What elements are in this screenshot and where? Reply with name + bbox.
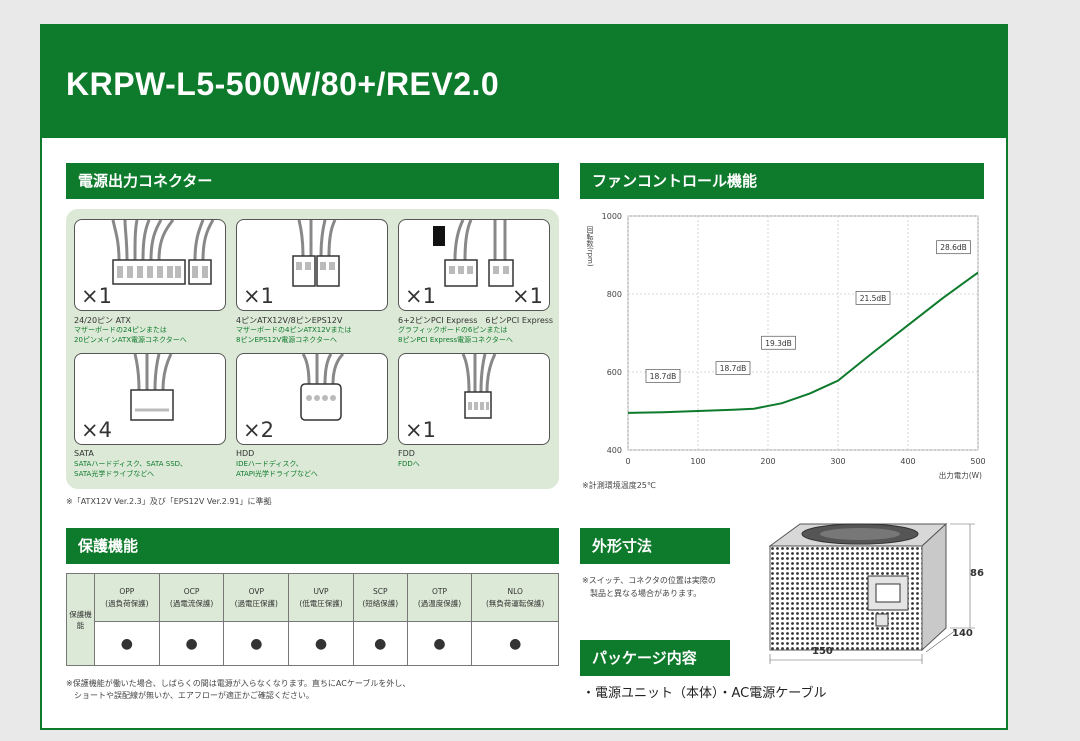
protection-heading: 保護機能 bbox=[66, 528, 559, 564]
x-axis-label: 出力電力(W) bbox=[939, 470, 982, 480]
connector-card-hdd: ×2 bbox=[236, 353, 388, 445]
prot-col-scp: SCP(短絡保護) bbox=[352, 573, 408, 622]
connector-desc: SATAハードディスク、SATA SSD、SATA光学ドライブなどへ bbox=[74, 460, 188, 478]
dim-width-label: 150 bbox=[812, 646, 833, 657]
connector-name: FDD bbox=[398, 449, 415, 458]
connector-note: ※「ATX12V Ver.2.3」及び「EPS12V Ver.2.91」に準拠 bbox=[66, 497, 272, 506]
x-tick-label: 500 bbox=[970, 457, 985, 466]
prot-mark: ● bbox=[471, 621, 559, 666]
x-tick-label: 300 bbox=[830, 457, 845, 466]
noise-label-box bbox=[715, 361, 751, 375]
sata-connector-icon bbox=[130, 354, 174, 421]
connectors-panel: ×1 ×1 bbox=[66, 209, 559, 489]
qty-label: ×2 bbox=[243, 418, 274, 442]
hdd-connector-icon bbox=[300, 354, 345, 421]
qty-label: ×4 bbox=[81, 418, 112, 442]
noise-label-box bbox=[761, 335, 796, 350]
noise-label: 28.6dB bbox=[940, 243, 967, 252]
prot-col-ovp: OVP(過電圧保護) bbox=[223, 573, 290, 622]
protection-note: ※保護機能が働いた場合、しばらくの間は電源が入らなくなります。直ちにACケーブル… bbox=[66, 679, 411, 700]
chart-note: ※計測環境温度25℃ bbox=[582, 481, 656, 490]
connector-card-eps: ×1 bbox=[236, 219, 388, 311]
x-tick-label: 100 bbox=[690, 457, 705, 466]
connector-name: SATA bbox=[74, 449, 94, 458]
qty-label-secondary: ×1 bbox=[512, 284, 543, 308]
dimensions-note: ※スイッチ、コネクタの位置は実際の 製品と異なる場合があります。 bbox=[582, 576, 716, 598]
prot-mark: ● bbox=[94, 621, 160, 666]
noise-label: 21.5dB bbox=[860, 294, 887, 303]
connector-card-atx: ×1 bbox=[74, 219, 226, 311]
prot-col-otp: OTP(過温度保護) bbox=[406, 573, 473, 622]
noise-label-box bbox=[936, 240, 971, 255]
y-tick-label: 1000 bbox=[602, 212, 622, 221]
connector-card-fdd: ×1 bbox=[398, 353, 550, 445]
connector-name: 4ピンATX12V/8ピンEPS12V bbox=[236, 316, 343, 325]
title-banner: KRPW-L5-500W/80+/REV2.0 bbox=[42, 26, 1006, 138]
y-tick-label: 600 bbox=[607, 368, 622, 377]
connector-name: HDD bbox=[236, 449, 255, 458]
prot-mark: ● bbox=[158, 621, 225, 666]
dimensions-heading: 外形寸法 bbox=[580, 528, 730, 564]
prot-mark: ● bbox=[406, 621, 473, 666]
spec-sheet: KRPW-L5-500W/80+/REV2.0 電源出力コネクター ×1 bbox=[40, 24, 1008, 730]
pcie-connector-icon bbox=[433, 220, 514, 287]
noise-label-box bbox=[645, 369, 681, 383]
noise-label: 18.7dB bbox=[650, 372, 677, 381]
qty-label: ×1 bbox=[405, 284, 436, 308]
plot-area bbox=[627, 215, 979, 451]
product-title: KRPW-L5-500W/80+/REV2.0 bbox=[66, 66, 500, 102]
x-tick-label: 200 bbox=[760, 457, 775, 466]
psu-dimension-drawing bbox=[768, 522, 975, 664]
prot-col-nlo: NLO(無負荷運転保護) bbox=[471, 573, 559, 622]
connectors-heading: 電源出力コネクター bbox=[66, 163, 559, 199]
connector-desc: FDDへ bbox=[398, 460, 420, 468]
connector-card-pcie: ×1 ×1 bbox=[398, 219, 550, 311]
noise-label: 19.3dB bbox=[765, 339, 792, 348]
noise-label: 18.7dB bbox=[720, 364, 747, 373]
prot-mark: ● bbox=[223, 621, 290, 666]
y-tick-label: 800 bbox=[607, 290, 622, 299]
qty-label: ×1 bbox=[81, 284, 112, 308]
fan-heading: ファンコントロール機能 bbox=[580, 163, 984, 199]
atx-connector-icon bbox=[111, 220, 215, 285]
y-axis-label: 回転数(rpm) bbox=[586, 226, 594, 267]
fdd-connector-icon bbox=[461, 354, 497, 419]
prot-mark: ● bbox=[288, 621, 354, 666]
prot-mark: ● bbox=[352, 621, 408, 666]
package-heading: パッケージ内容 bbox=[580, 640, 730, 676]
connector-name: 24/20ピン ATX bbox=[74, 316, 131, 325]
fan-chart-svg: 0 100 200 300 400 500 400 600 800 1000 出力電力(W) 回転数(… bbox=[586, 212, 986, 480]
protection-row-label: 保護機能 bbox=[66, 573, 95, 666]
protection-table: 保護機能 OPP(過負荷保護) OCP(過電流保護) OVP(過電圧保護) UV… bbox=[66, 573, 559, 666]
fan-curve-line bbox=[627, 271, 979, 414]
prot-col-opp: OPP(過負荷保護) bbox=[94, 573, 160, 622]
noise-label-box bbox=[855, 291, 891, 305]
qty-label: ×1 bbox=[243, 284, 274, 308]
x-tick-label: 400 bbox=[900, 457, 915, 466]
x-tick-label: 0 bbox=[625, 457, 630, 466]
dim-depth-label: 140 bbox=[952, 628, 973, 639]
eps-connector-icon bbox=[292, 220, 340, 287]
connector-card-sata: ×4 bbox=[74, 353, 226, 445]
connector-desc: IDEハードディスク、ATAPI光学ドライブなどへ bbox=[236, 460, 318, 478]
prot-col-ocp: OCP(過電流保護) bbox=[158, 573, 225, 622]
qty-label: ×1 bbox=[405, 418, 436, 442]
package-contents: ・電源ユニット（本体）・AC電源ケーブル bbox=[582, 686, 827, 701]
dim-height-label: 86 bbox=[970, 568, 984, 579]
connector-name: 6+2ピンPCI Express 6ピンPCI Express bbox=[398, 316, 554, 325]
fan-chart: 0 100 200 300 400 500 400 600 800 1000 出力電力(W) 回転数(… bbox=[580, 200, 990, 500]
prot-col-uvp: UVP(低電圧保護) bbox=[288, 573, 354, 622]
y-tick-label: 400 bbox=[607, 446, 622, 455]
